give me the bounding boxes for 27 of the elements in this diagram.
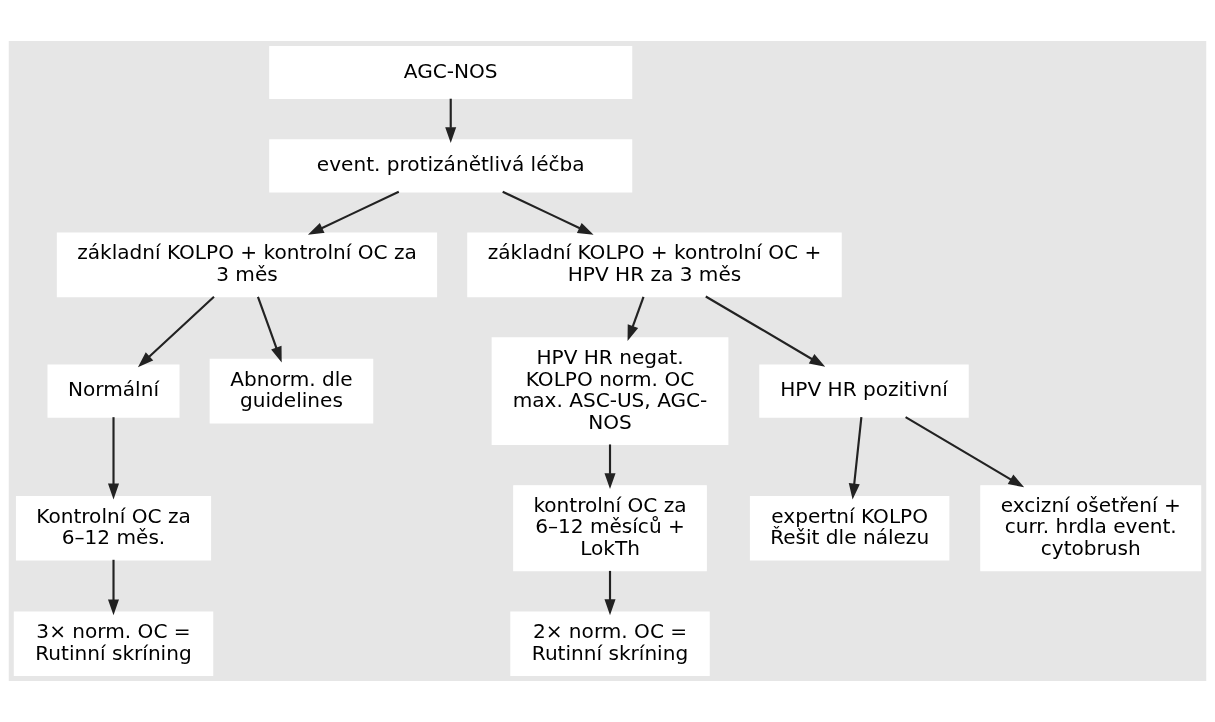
node-box: kontrolní OC za 6–12 měsíců + LokTh — [513, 485, 707, 572]
node-box: Abnorm. dle guidelines — [209, 358, 374, 424]
node-box: Normální — [47, 364, 180, 418]
arrow — [107, 559, 120, 616]
node-box: základní KOLPO + kontrolní OC za 3 měs — [56, 232, 438, 298]
node-box: Kontrolní OC za 6–12 měs. — [15, 495, 212, 561]
arrow — [604, 570, 616, 616]
node-box: základní KOLPO + kontrolní OC + HPV HR za 3 měs — [467, 232, 842, 298]
arrow — [502, 190, 594, 235]
node-box: event. protizánětlivá léčba — [269, 139, 633, 193]
arrow — [107, 417, 120, 500]
arrow — [627, 296, 645, 341]
arrow — [307, 190, 400, 235]
node-box: HPV HR negat. KOLPO norm. OC max. ASC-US, AGC-NOS — [491, 337, 729, 445]
arrow — [445, 98, 457, 143]
arrow — [256, 296, 282, 363]
node-box: HPV HR pozitivní — [759, 364, 969, 418]
arrow — [604, 444, 616, 490]
node-box: excizní ošetření + curr. hrdla event. cytobrush — [980, 485, 1202, 572]
arrow — [705, 295, 826, 367]
node-box: AGC-NOS — [269, 46, 633, 100]
arrow — [905, 416, 1025, 488]
node-box: 3× norm. OC = Rutinní skríning — [13, 611, 214, 676]
arrow — [137, 296, 215, 368]
node-box: expertní KOLPO Řešit dle nálezu — [749, 495, 950, 561]
arrow — [848, 417, 863, 500]
node-box: 2× norm. OC = Rutinní skríning — [510, 611, 710, 676]
